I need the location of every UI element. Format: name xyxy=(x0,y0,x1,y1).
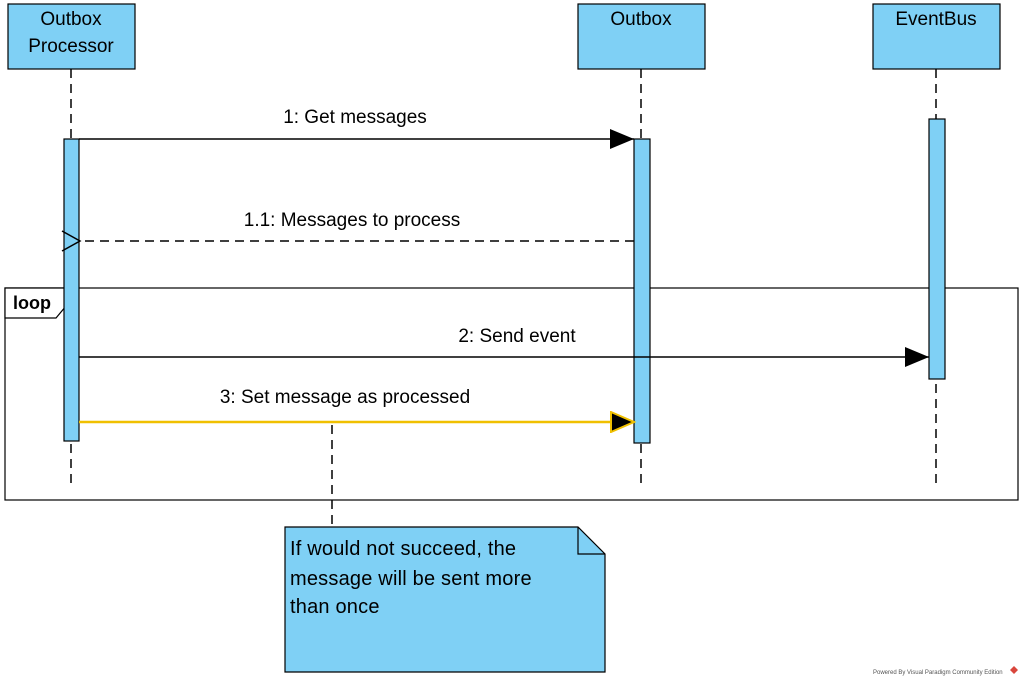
participant-outbox[interactable]: Outbox xyxy=(577,3,706,70)
participant-outbox-processor[interactable]: Outbox Processor xyxy=(7,3,136,70)
message-messages-to-process[interactable]: 1.1: Messages to process xyxy=(61,210,634,252)
message-get-messages[interactable]: 1: Get messages xyxy=(79,107,634,149)
participant-label: Outbox xyxy=(610,9,672,30)
participant-label-line2: Processor xyxy=(28,36,114,57)
participant-eventbus[interactable]: EventBus xyxy=(872,3,1001,70)
loop-frame[interactable]: loop xyxy=(4,287,1019,501)
message-label: 1.1: Messages to process xyxy=(244,210,461,231)
message-label: 3: Set message as processed xyxy=(220,387,470,408)
message-set-message-as-processed[interactable]: 3: Set message as processed xyxy=(79,387,634,422)
footer-text: Powered By Visual Paradigm Community Edi… xyxy=(873,670,1003,676)
message-label: 1: Get messages xyxy=(283,107,427,128)
participant-label-line1: Outbox xyxy=(40,9,102,30)
participant-label: EventBus xyxy=(895,9,976,30)
note-text-line2: message will be sent more xyxy=(290,568,532,590)
loop-frame-label: loop xyxy=(13,293,51,313)
footer: Powered By Visual Paradigm Community Edi… xyxy=(873,666,1018,676)
note[interactable]: If would not succeed, the message will b… xyxy=(284,526,606,673)
activation-outbox[interactable] xyxy=(633,138,651,444)
message-label: 2: Send event xyxy=(458,326,576,347)
note-text-line3: than once xyxy=(290,596,380,618)
activation-eventbus[interactable] xyxy=(928,118,946,380)
message-send-event[interactable]: 2: Send event xyxy=(79,326,929,367)
visual-paradigm-logo-icon xyxy=(1010,666,1018,674)
activation-outbox-processor[interactable] xyxy=(63,138,80,442)
note-text-line1: If would not succeed, the xyxy=(290,538,516,560)
